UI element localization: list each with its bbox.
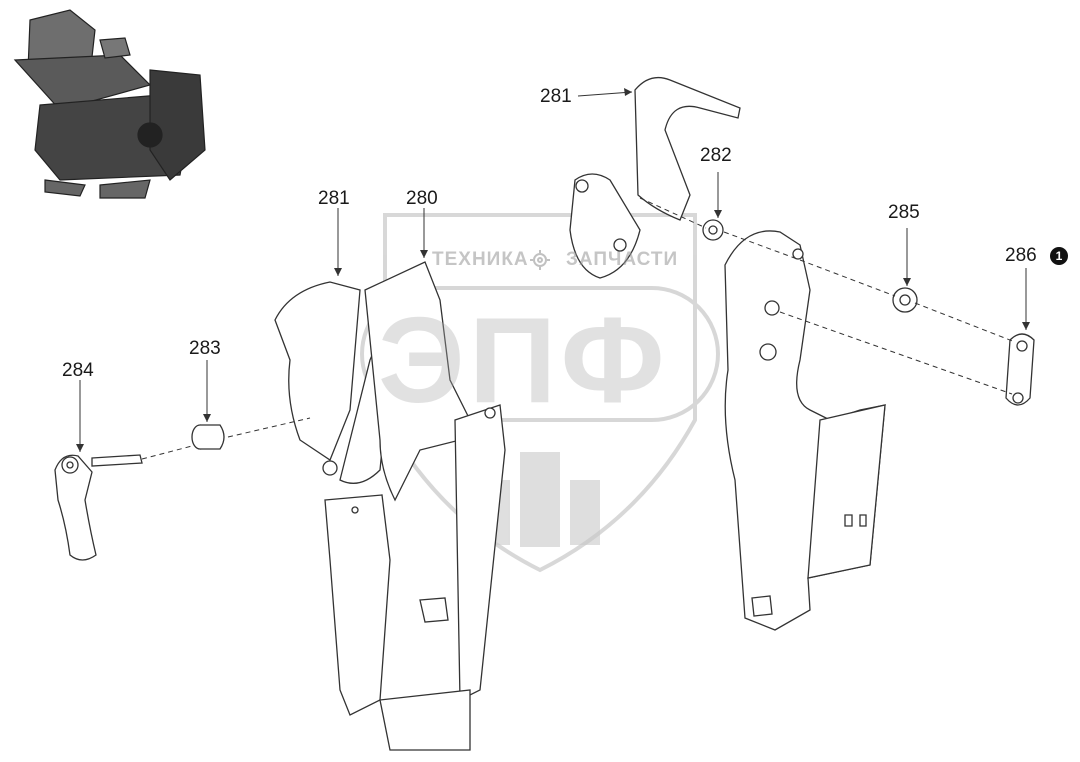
leader-arrowheads <box>76 88 1030 452</box>
watermark-shield <box>360 213 720 573</box>
part-286-link <box>1005 333 1035 406</box>
callout-280: 280 <box>406 188 438 209</box>
callout-281-top: 281 <box>540 86 572 107</box>
seat-thumbnail <box>13 9 206 199</box>
assembly-lines <box>141 197 1016 460</box>
callout-282: 282 <box>700 145 732 166</box>
callout-283: 283 <box>189 338 221 359</box>
part-283-spacer <box>191 424 225 450</box>
note-marker: 1 <box>1050 247 1068 265</box>
part-285-bushing <box>892 287 918 313</box>
callout-284: 284 <box>62 360 94 381</box>
part-right-bracket <box>724 230 886 631</box>
part-280-left-frame <box>364 261 506 751</box>
callout-286: 286 <box>1005 245 1037 266</box>
watermark-logo-text: ЭПФ <box>378 292 669 428</box>
callout-285: 285 <box>888 202 920 223</box>
gear-icon <box>530 250 550 270</box>
watermark-text-left: ТЕХНИКА <box>432 249 529 270</box>
part-282-washer <box>702 219 724 241</box>
part-284-lever <box>54 454 143 561</box>
part-281-top-bracket <box>569 76 741 279</box>
watermark-text-right: ЗАПЧАСТИ <box>566 249 679 270</box>
part-281-left-bracket <box>274 281 393 716</box>
callout-281-left: 281 <box>318 188 350 209</box>
